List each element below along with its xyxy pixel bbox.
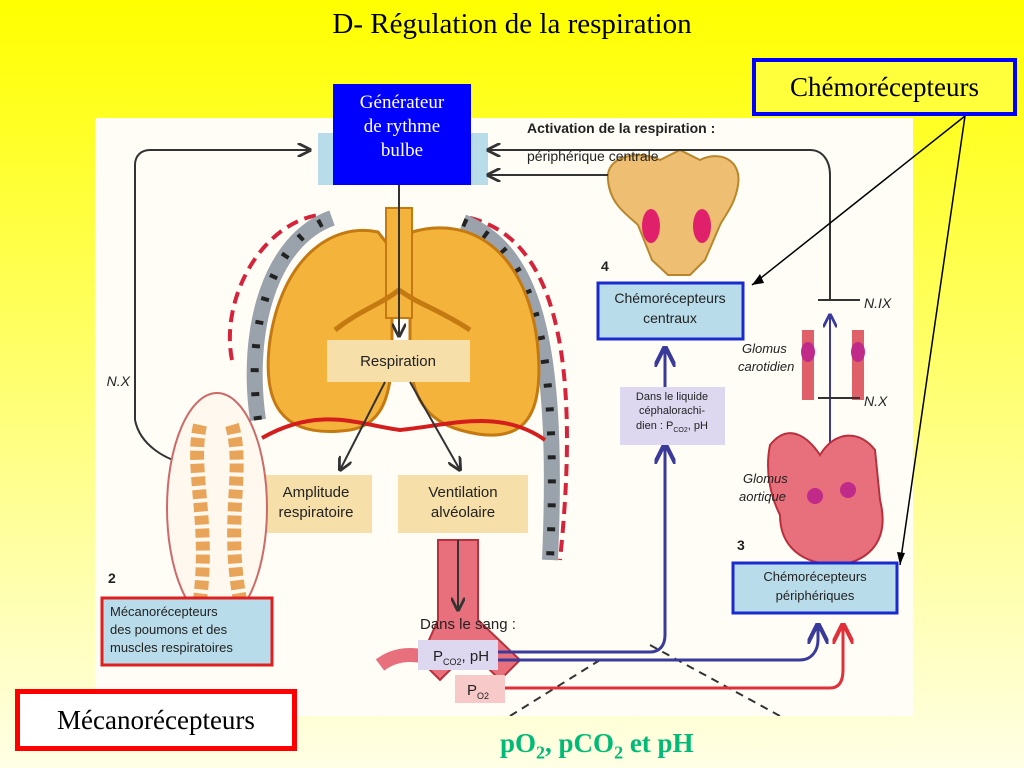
slide-title: D- Régulation de la respiration [332,8,692,40]
glomus-aortic-line2: aortique [739,489,786,504]
po2-label: PO2 [467,682,489,701]
respiration-box [327,340,470,382]
muscle-ellipse [166,392,268,624]
nix-label: N.IX [864,295,892,311]
activation-types: périphérique centrale [527,148,659,164]
generator-box: Générateur de rythme bulbe [333,84,471,185]
central-chemo-site-left [642,209,660,243]
central-chemo-line2: centraux [643,310,697,326]
arrow-po2-to-peripheral [505,625,843,690]
po2-box [455,675,505,703]
chest-wall-right [469,216,569,561]
brainstem [606,148,740,276]
csf-line1: Dans le liquide [636,391,708,403]
arrow-to-ventilation [409,381,460,470]
glomus-aortic-line1: Glomus [743,471,788,486]
pco2-box [418,640,498,670]
central-chemo-box [596,281,745,341]
rib-cage-left [246,210,336,422]
amplitude-box [260,475,372,533]
figure-number-2: 2 [108,570,116,586]
peripheral-chemo-box [731,561,899,615]
mechanoreceptors-callout: Mécanorécepteurs [15,689,297,751]
diaphragm [261,417,547,442]
arrow-blood-to-csf [498,445,665,654]
chemoreceptors-callout: Chémorécepteurs [752,58,1017,116]
gas-caption: pO2, pCO2 et pH [500,728,694,763]
chemoreceptors-label: Chémorécepteurs [790,71,979,102]
dashed-line-left [509,659,601,716]
arrow-pco2-to-peripheral [498,625,818,662]
mechano-line3: muscles respiratoires [110,640,233,655]
muscle-fiber-right [225,423,247,602]
respiration-diagram: Respiration Amplitude respiratoire Venti… [95,118,913,716]
chest-wall-left [227,213,319,361]
arrow-mechano-to-generator [134,150,310,420]
glomus-carotid-line2: carotidien [738,359,794,374]
ventilation-line1: Ventilation [428,484,497,501]
pco2-label: PCO2, pH [433,648,489,667]
nx-right-label: N.X [864,393,888,409]
peripheral-chemo-line2: périphériques [776,588,855,603]
mechano-line1: Mécanorécepteurs [110,604,218,619]
heart-aorta [767,432,884,567]
generator-line3: bulbe [380,140,424,161]
activation-title: Activation de la respiration : [527,120,715,136]
figure-number-4: 4 [601,258,609,274]
amplitude-line2: respiratoire [278,504,353,521]
blood-label: Dans le sang : [420,616,516,633]
peripheral-chemo-line1: Chémorécepteurs [763,569,867,584]
bronchi [333,287,472,333]
amplitude-line1: Amplitude [283,484,350,501]
figure-number-3: 3 [737,537,745,553]
ventilation-box [398,475,528,533]
mechano-line2: des poumons et des [110,622,228,637]
glomus-aortic-left [807,488,823,504]
glomus-aortic-right [840,482,856,498]
muscle-fiber-left [190,423,210,601]
csf-line3: dien : PCO2, pH [636,420,708,434]
csf-line2: céphalorachi- [639,405,705,417]
carotid-arteries [802,330,864,400]
central-chemo-site-right [693,209,711,243]
diagram-svg: Respiration Amplitude respiratoire Venti… [100,120,899,716]
generator-line2: de rythme [363,116,441,137]
glomus-carotid-line1: Glomus [742,341,787,356]
central-chemo-line1: Chémorécepteurs [614,290,725,306]
rib-segments-right [461,218,556,561]
glomus-carotid-left [801,342,815,362]
mechanoreceptors-label: Mécanorécepteurs [57,704,255,735]
ventilation-line2: alvéolaire [431,504,495,521]
csf-box [620,387,725,445]
mechano-box [100,596,274,667]
arrow-to-amplitude [340,381,386,470]
respiration-label: Respiration [360,353,436,370]
dashed-line-right [649,644,781,716]
nx-left-label: N.X [107,373,131,389]
generator-line1: Générateur [359,92,445,113]
glomus-carotid-right [851,342,865,362]
right-lung [408,226,541,437]
